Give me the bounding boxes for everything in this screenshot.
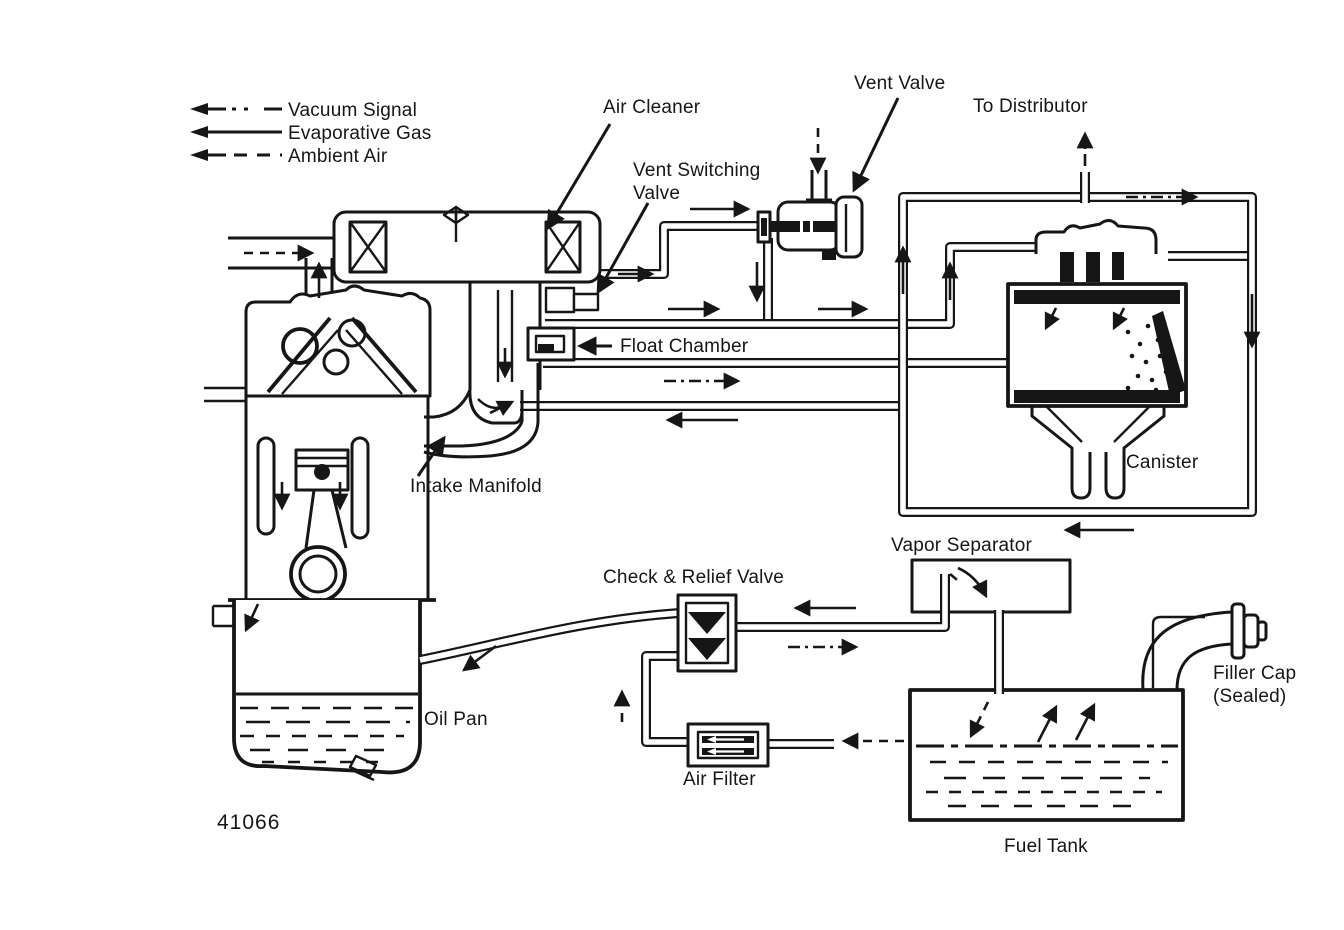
canister-drawing [1006,219,1188,500]
float-chamber-drawing [526,326,576,362]
legend-lines [190,103,282,161]
label-filler-cap-line2: (Sealed) [1213,686,1287,707]
label-check-relief-valve: Check & Relief Valve [603,567,785,588]
filler-neck-drawing [1141,602,1268,691]
oil-pan-drawing [232,600,422,782]
carburetor-drawing [468,282,542,425]
flow-arrows [244,128,1261,750]
figure-number: 41066 [217,811,281,834]
engine-drawing [204,236,436,654]
air-filter-drawing [686,722,770,768]
label-fuel-tank: Fuel Tank [1004,836,1088,857]
vent-switching-valve-drawing [544,286,600,314]
check-relief-valve-drawing [676,593,738,673]
legend-label-ambient-air: Ambient Air [288,146,388,167]
air-cleaner-drawing [332,205,602,284]
label-intake-manifold: Intake Manifold [410,476,542,497]
vapor-separator-drawing [910,558,1072,614]
label-vent-switching-line1: Vent Switching [633,160,761,181]
fuel-tank-drawing [908,688,1185,822]
leader-arrows [416,97,900,477]
label-vapor-separator: Vapor Separator [891,535,1033,556]
label-vent-switching-line2: Valve [633,183,681,204]
label-canister: Canister [1126,452,1199,473]
label-filler-cap-line1: Filler Cap [1213,663,1297,684]
legend-label-vacuum-signal: Vacuum Signal [288,100,417,121]
legend-label-evaporative-gas: Evaporative Gas [288,123,432,144]
vent-valve-drawing [756,170,864,260]
label-float-chamber: Float Chamber [620,336,749,357]
label-to-distributor: To Distributor [973,96,1088,117]
label-oil-pan: Oil Pan [424,709,488,730]
label-air-cleaner: Air Cleaner [603,97,701,118]
label-vent-valve: Vent Valve [854,73,946,94]
label-air-filter: Air Filter [683,769,756,790]
